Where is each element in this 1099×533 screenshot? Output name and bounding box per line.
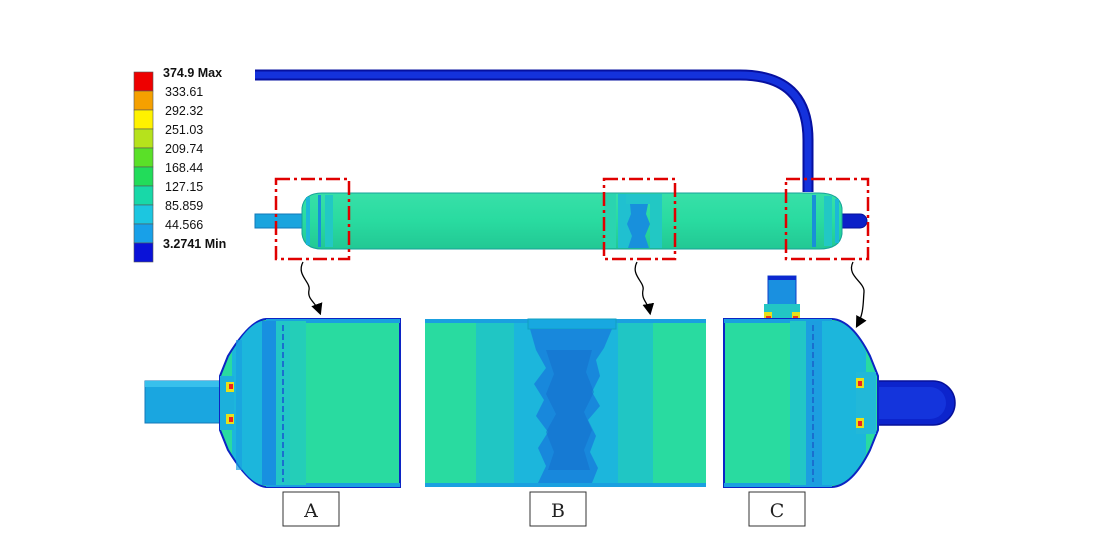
legend-swatch-4 — [133, 147, 154, 168]
panel-labels: A B C — [282, 491, 806, 527]
legend-label-6: 127.15 — [165, 180, 203, 194]
highlight-box-a — [274, 177, 351, 261]
detail-panel-b — [425, 318, 706, 487]
legend-label-8: 44.566 — [165, 218, 203, 232]
legend-swatch-0 — [133, 71, 154, 92]
legend-label-1: 333.61 — [165, 85, 203, 99]
panel-label-b: B — [551, 500, 565, 522]
panel-label-box-a — [282, 491, 340, 527]
callout-arrow-b — [634, 261, 655, 316]
legend-label-2: 292.32 — [165, 104, 203, 118]
legend-label-max: 374.9 Max — [163, 66, 222, 80]
panel-label-box-c — [748, 491, 806, 527]
legend-swatch-8 — [133, 223, 154, 244]
legend-swatch-1 — [133, 90, 154, 111]
panel-label-a: A — [303, 500, 318, 522]
detail-a-inlet-nozzle — [144, 380, 231, 424]
legend-swatch-9 — [133, 242, 154, 263]
detail-panel-a — [144, 318, 401, 488]
legend-swatches — [133, 71, 154, 263]
legend-swatch-2 — [133, 109, 154, 130]
callout-arrow-a — [300, 261, 323, 316]
legend-swatch-7 — [133, 204, 154, 225]
legend-label-4: 209.74 — [165, 142, 203, 156]
legend-swatch-3 — [133, 128, 154, 149]
detail-callout-arrows — [300, 261, 867, 329]
detail-panel-c — [723, 275, 956, 488]
legend-label-min: 3.2741 Min — [163, 237, 226, 251]
return-pipe — [255, 69, 814, 192]
legend-swatch-5 — [133, 166, 154, 187]
color-legend: 374.9 Max 333.61 292.32 251.03 209.74 16… — [133, 66, 226, 263]
overview-vessel — [254, 69, 870, 261]
panel-label-c: C — [770, 500, 785, 522]
overview-shell — [301, 192, 843, 250]
legend-label-3: 251.03 — [165, 123, 203, 137]
callout-arrow-c — [850, 261, 867, 329]
legend-label-7: 85.859 — [165, 199, 203, 213]
legend-swatch-6 — [133, 185, 154, 206]
overview-inlet-nozzle — [254, 213, 306, 229]
highlight-box-b — [602, 177, 677, 261]
panel-label-box-b — [529, 491, 587, 527]
highlight-box-c — [784, 177, 870, 261]
legend-label-5: 168.44 — [165, 161, 203, 175]
